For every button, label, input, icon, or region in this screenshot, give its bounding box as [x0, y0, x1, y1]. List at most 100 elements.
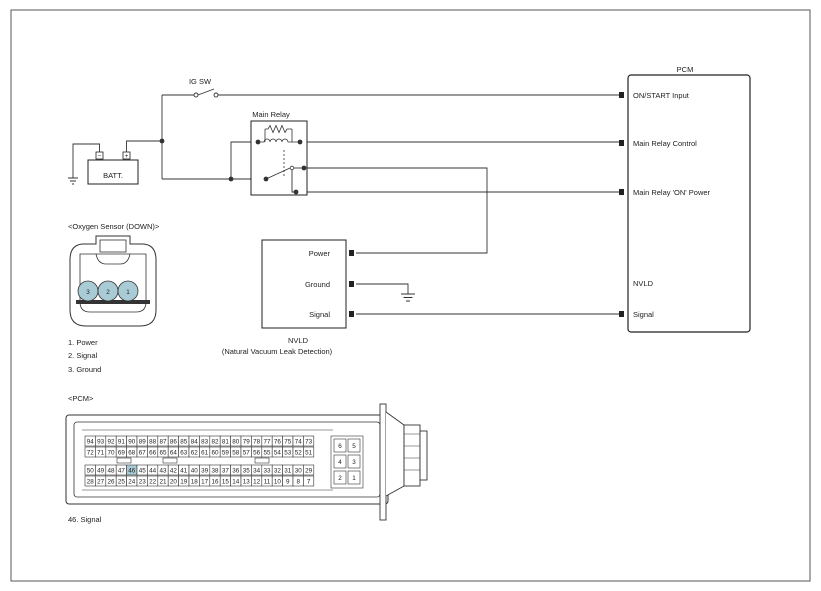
oxygen-sensor-title: <Oxygen Sensor (DOWN)>	[68, 222, 160, 231]
pcm-pin-number: 14	[232, 478, 240, 485]
pcm-pin-cell	[303, 464, 315, 476]
pcm-pin-number: 18	[191, 478, 199, 485]
oxygen-sensor-pin-number: 2	[106, 289, 110, 296]
pcm-pin-number: 23	[139, 478, 147, 485]
pcm-pin-number: 20	[170, 478, 178, 485]
pcm-pin-number: 24	[128, 478, 136, 485]
pcm-connector-legend: 46. Signal	[68, 515, 102, 524]
pcm-pin-number: 55	[263, 449, 271, 456]
oxygen-sensor-pin-1	[117, 280, 139, 302]
pcm-pin-number: 51	[305, 449, 313, 456]
pcm-pin-number: 90	[128, 438, 136, 445]
pcm-pin-number: 16	[211, 478, 219, 485]
pcm-pin-number: 68	[128, 449, 136, 456]
ig-sw-label: IG SW	[189, 77, 212, 86]
pcm-side-pin-cell	[347, 470, 361, 485]
pcm-pin-number: 65	[159, 449, 167, 456]
relay-resistor-icon	[265, 124, 292, 134]
pcm-pin-number: 69	[118, 449, 126, 456]
pcm-pin-number: 63	[180, 449, 188, 456]
pcm-pin-number: 47	[118, 467, 126, 474]
ig-switch: IG SW	[189, 77, 219, 98]
pcm-pin-number: 34	[253, 467, 261, 474]
pcm-pin-number: 45	[139, 467, 147, 474]
pcm-pin-number: 93	[97, 438, 105, 445]
pcm-pin-number: 72	[87, 449, 95, 456]
oxygen-sensor-legend-item: 2. Signal	[68, 351, 98, 360]
pcm-pin-number: 88	[149, 438, 157, 445]
pcm-label-on-start: ON/START Input	[633, 91, 690, 100]
oxygen-sensor-latch	[99, 239, 127, 253]
pcm-pin-number: 66	[149, 449, 157, 456]
pcm-pin-number: 71	[97, 449, 105, 456]
pcm-side-pin-number: 6	[338, 443, 342, 450]
pcm-pin-number: 85	[180, 438, 188, 445]
pcm-pin-number: 78	[253, 438, 261, 445]
pcm-pin-number: 36	[232, 467, 240, 474]
oxygen-sensor-legend-item: 1. Power	[68, 338, 98, 347]
pcm-side-pin-cell	[347, 454, 361, 469]
pcm-pin-number: 7	[307, 478, 311, 485]
relay-coil-icon	[258, 138, 300, 143]
pcm-pin-number: 37	[222, 467, 230, 474]
pcm-pin-number: 35	[243, 467, 251, 474]
pcm-pin-number: 50	[87, 467, 95, 474]
pcm-box	[627, 74, 751, 333]
pcm-pin-number: 30	[295, 467, 303, 474]
pcm-pin-number: 70	[107, 449, 115, 456]
pcm-pin-number: 39	[201, 467, 209, 474]
pcm-pin-number: 43	[159, 467, 167, 474]
pcm-side-pin-number: 4	[338, 459, 342, 466]
pcm-pin-number: 25	[118, 478, 126, 485]
pcm-pin-number: 82	[211, 438, 219, 445]
pcm-pin-number: 59	[222, 449, 230, 456]
pcm-pin-number: 28	[87, 478, 95, 485]
nvld-pin-signal	[349, 311, 354, 317]
pcm-side-pin-cell	[333, 438, 347, 453]
pcm-pin-number: 73	[305, 438, 313, 445]
battery-plus-sign: +	[125, 153, 129, 160]
pcm-pin-number: 64	[170, 449, 178, 456]
relay-switch-icon	[265, 167, 291, 180]
pcm-pin-number: 81	[222, 438, 230, 445]
wire-junctions	[159, 94, 234, 182]
nvld-label-power: Power	[309, 249, 331, 258]
pcm-pin-number: 77	[263, 438, 271, 445]
pcm-pin-number: 57	[243, 449, 251, 456]
pcm-pin-number: 33	[263, 467, 271, 474]
pcm-pin-number: 58	[232, 449, 240, 456]
pcm-pin-number: 42	[170, 467, 178, 474]
pcm-side-pin-cell	[333, 454, 347, 469]
pcm-pin-number: 41	[180, 467, 188, 474]
pcm-pin-number: 53	[284, 449, 292, 456]
pcm-pin-number: 19	[180, 478, 188, 485]
battery-box	[87, 159, 139, 185]
pcm-label-signal: Signal	[633, 310, 654, 319]
nvld-description: (Natural Vacuum Leak Detection)	[222, 347, 333, 356]
pcm-pin-number: 10	[274, 478, 282, 485]
pcm-pin-on-start	[619, 92, 624, 98]
pcm-pin-number: 21	[159, 478, 167, 485]
pcm-pin-number: 52	[295, 449, 303, 456]
pcm-pin-number: 49	[97, 467, 105, 474]
pcm-pin-number: 31	[284, 467, 292, 474]
pcm-side-pin-number: 2	[338, 475, 342, 482]
pcm-pin-number: 48	[107, 467, 115, 474]
battery-ground-icon	[68, 177, 78, 185]
pcm-label-nvld: NVLD	[633, 279, 654, 288]
nvld-module: Power Ground Signal NVLD (Natural Vacuum…	[222, 239, 354, 356]
pcm-pin-number: 40	[191, 467, 199, 474]
pcm-pin-number: 26	[107, 478, 115, 485]
battery: BATT. − +	[68, 143, 139, 185]
battery-label: BATT.	[103, 171, 123, 180]
nvld-ground-icon	[401, 293, 415, 302]
nvld-label-signal: Signal	[309, 310, 330, 319]
pcm-pin-number: 80	[232, 438, 240, 445]
nvld-pin-ground	[349, 281, 354, 287]
oxygen-sensor-connector: <Oxygen Sensor (DOWN)> 3 2 1 1. Power 2.…	[68, 222, 160, 374]
pcm-label-main-relay-on-power: Main Relay 'ON' Power	[633, 188, 711, 197]
